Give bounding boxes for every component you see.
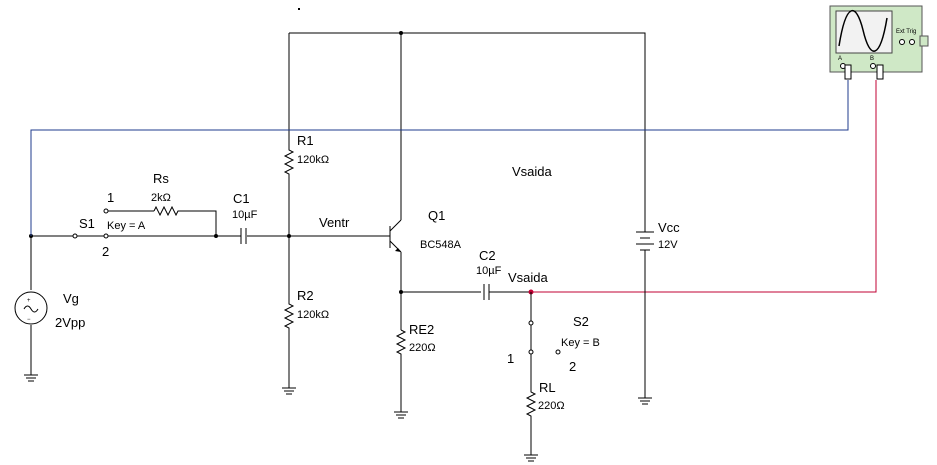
q1-name: Q1 — [428, 208, 445, 223]
scope-ext-trig-label: Ext Trig — [896, 29, 916, 35]
channel-a-wire — [30, 80, 849, 236]
vsaida-output-label: Vsaida — [512, 164, 553, 179]
svg-text:+: + — [27, 298, 31, 304]
s1-key: Key = A — [107, 220, 146, 232]
re2-value: 220Ω — [409, 342, 436, 354]
scope-trace — [838, 10, 888, 52]
resistor-rl[interactable] — [524, 385, 538, 462]
capacitor-c2[interactable] — [483, 284, 531, 300]
battery-vcc[interactable] — [636, 231, 654, 405]
stray-dot — [298, 8, 300, 10]
s2-pos1: 1 — [507, 351, 514, 366]
s1-pos2: 2 — [102, 244, 109, 259]
q1-model: BC548A — [420, 239, 462, 251]
s2-name: S2 — [573, 314, 589, 329]
vg-name: Vg — [63, 291, 79, 306]
scope-channel-a-label: A — [838, 56, 842, 62]
rl-value: 220Ω — [538, 400, 565, 412]
input-wire — [24, 234, 73, 382]
vg-value: 2Vpp — [55, 315, 85, 330]
svg-text:−: − — [27, 317, 31, 323]
rl-name: RL — [539, 380, 556, 395]
transistor-q1[interactable] — [389, 219, 402, 253]
vcc-rail — [288, 31, 646, 232]
r1-value: 120kΩ — [297, 154, 329, 166]
vcc-value: 12V — [658, 239, 678, 251]
rs-name: Rs — [153, 171, 169, 186]
c2-value: 10µF — [476, 265, 502, 277]
s1-pos1: 1 — [107, 190, 114, 205]
ventr-label: Ventr — [319, 215, 350, 230]
emitter-wire — [399, 252, 481, 330]
r2-name: R2 — [297, 288, 314, 303]
ground-r2 — [282, 387, 296, 395]
voltage-source-vg[interactable]: + − — [14, 291, 48, 325]
resistor-re2[interactable] — [394, 329, 408, 419]
capacitor-c1[interactable] — [240, 228, 247, 244]
r2-value: 120kΩ — [297, 309, 329, 321]
switch-s1[interactable] — [72, 208, 289, 239]
s2-pos2: 2 — [569, 359, 576, 374]
s1-name: S1 — [79, 216, 95, 231]
resistor-rs[interactable] — [153, 205, 218, 238]
s2-key: Key = B — [561, 337, 600, 349]
rs-value: 2kΩ — [151, 192, 171, 204]
vcc-name: Vcc — [658, 220, 680, 235]
output-wire — [528, 80, 877, 321]
switch-s2[interactable] — [528, 320, 561, 385]
r1-name: R1 — [297, 133, 314, 148]
re2-name: RE2 — [409, 322, 434, 337]
resistor-r1[interactable] — [283, 138, 295, 236]
c1-value: 10µF — [232, 209, 258, 221]
vsaida-node-label: Vsaida — [508, 270, 549, 285]
resistor-r2[interactable] — [283, 236, 295, 388]
oscilloscope[interactable] — [829, 5, 929, 80]
c1-name: C1 — [233, 191, 250, 206]
c2-name: C2 — [479, 248, 496, 263]
scope-channel-b-label: B — [870, 56, 874, 62]
